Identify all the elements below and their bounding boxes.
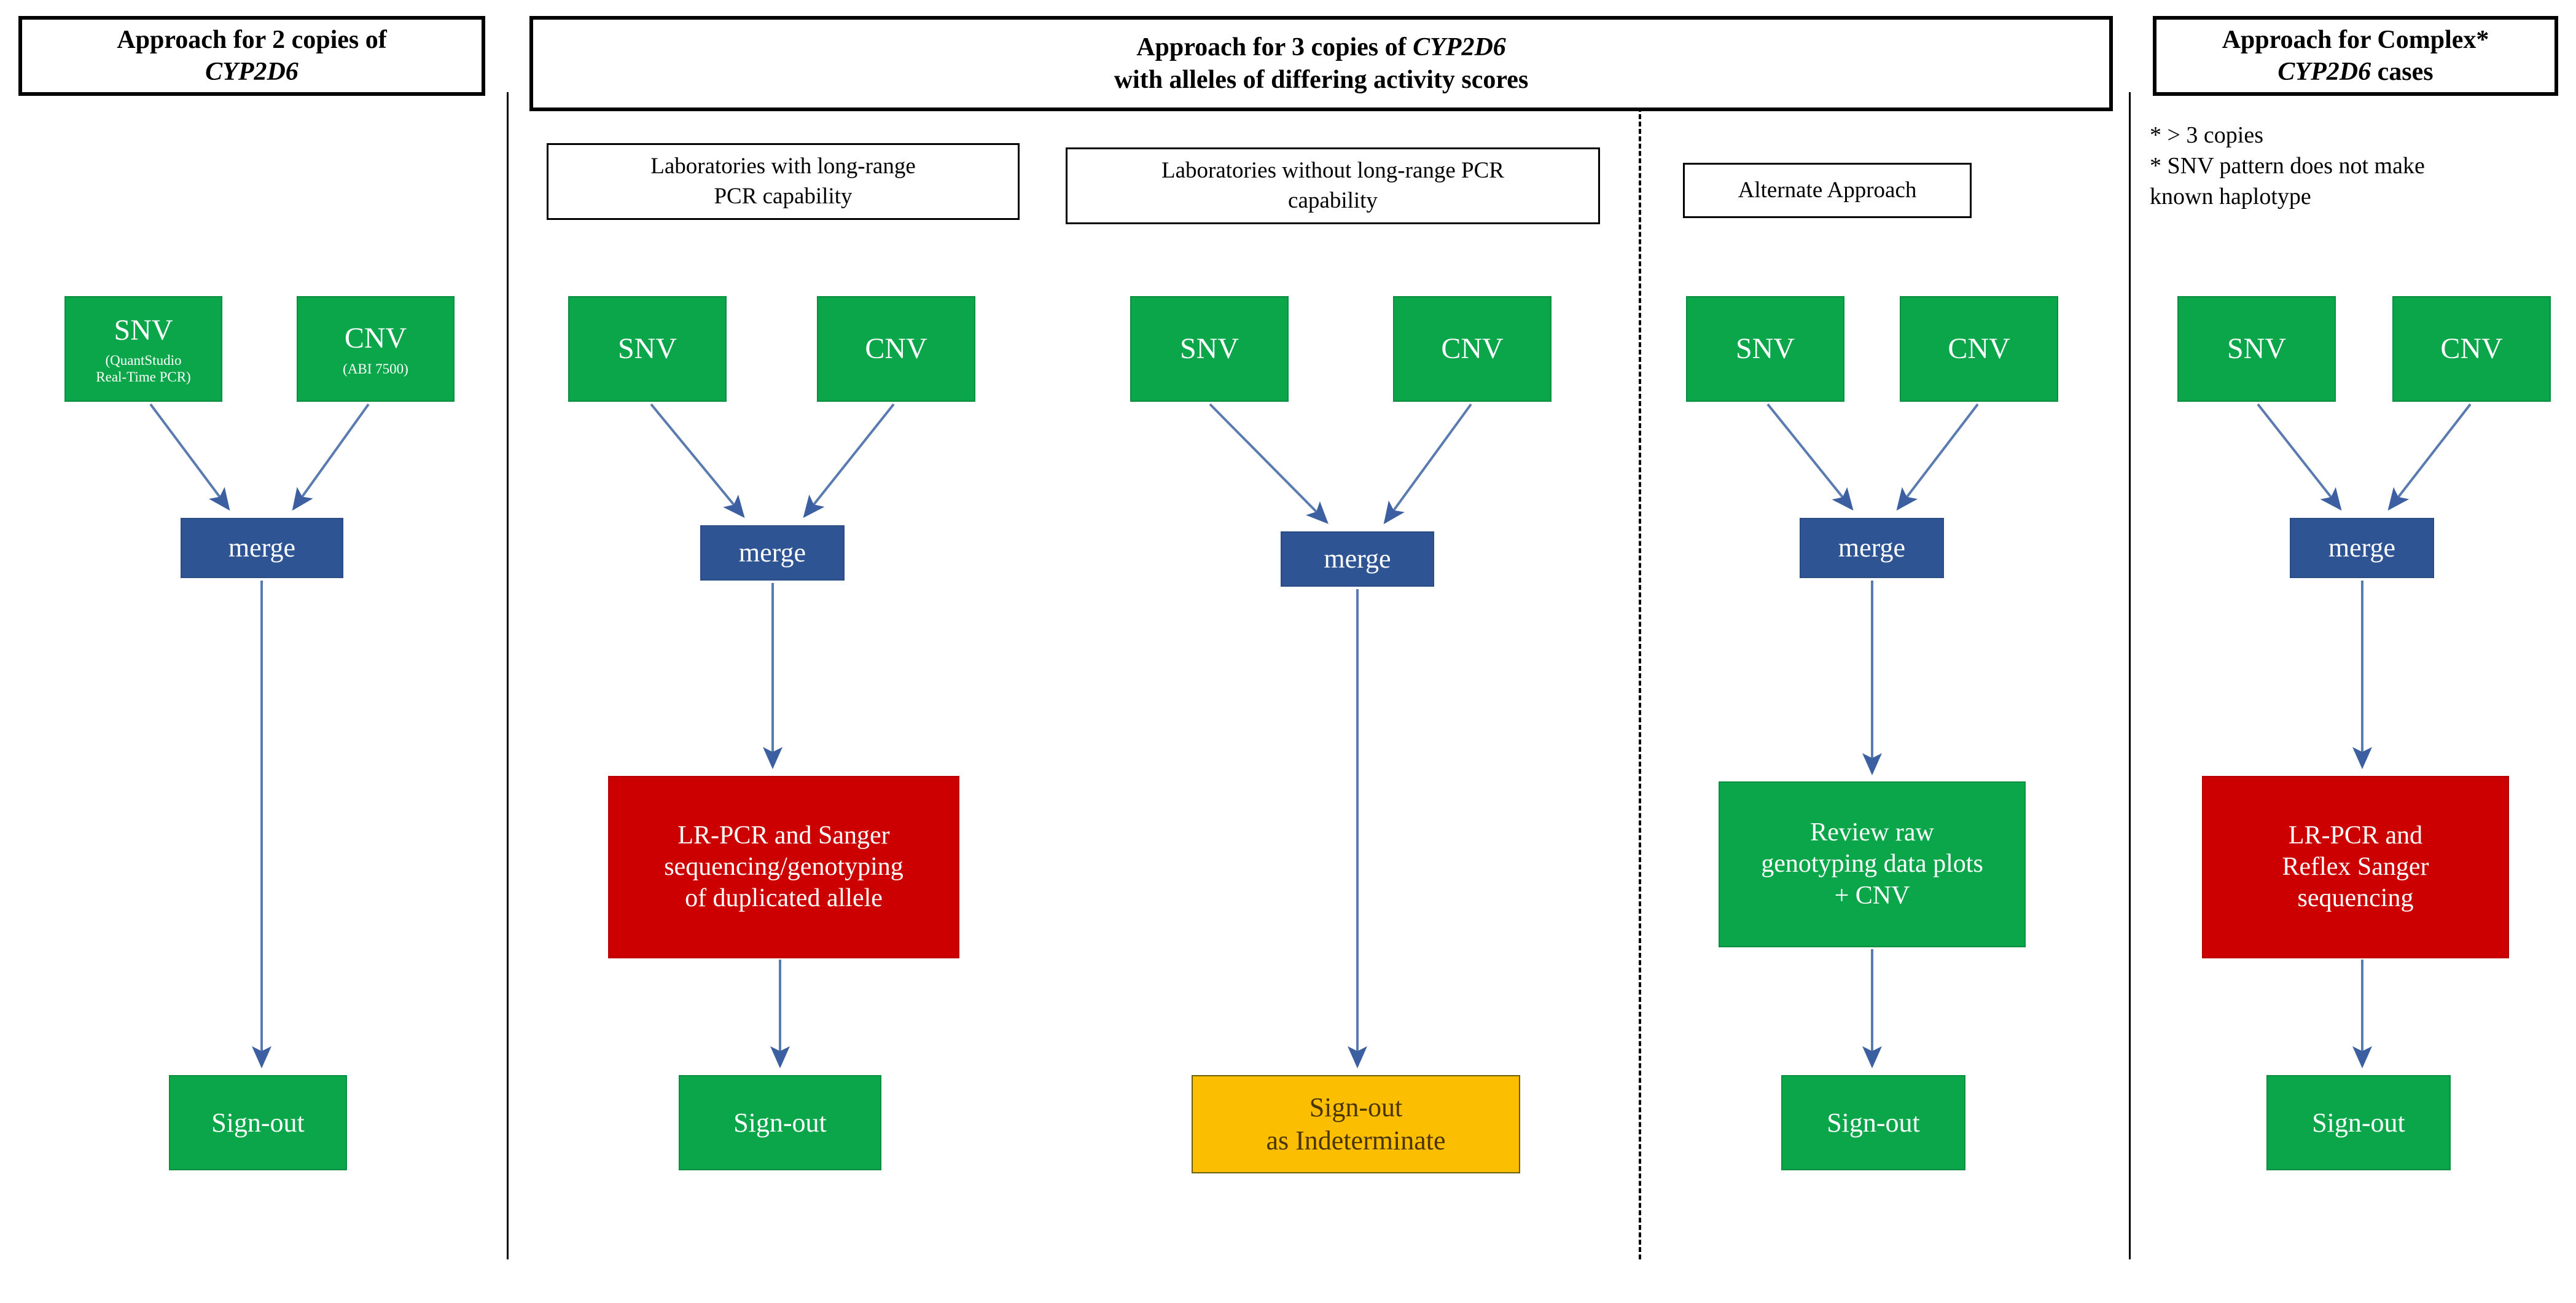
- node-snv-col-without-lrpcr: SNV: [1130, 296, 1289, 402]
- node-snv-col-alternate: SNV: [1686, 296, 1844, 402]
- node-signout-col-with-lrpcr-title: Sign-out: [733, 1107, 827, 1138]
- divider-panel1-panel2: [507, 92, 509, 1259]
- node-snv-col-with-lrpcr: SNV: [568, 296, 727, 402]
- node-merge-panel1-title: merge: [228, 533, 296, 563]
- panel-complex-header-line1: Approach for Complex*: [2222, 25, 2489, 54]
- node-signout-col-alternate-title: Sign-out: [1827, 1107, 1920, 1138]
- subheader-alternate-approach-text: Alternate Approach: [1738, 177, 1917, 203]
- node-merge-panel-complex-title: merge: [2328, 533, 2396, 563]
- node-signout-panel1-title: Sign-out: [211, 1107, 305, 1138]
- node-merge-col-alternate-title: merge: [1838, 533, 1906, 563]
- panel-complex-header: Approach for Complex* CYP2D6 cases: [2153, 16, 2558, 96]
- node-snv-col-alternate-title: SNV: [1735, 332, 1795, 365]
- panel-complex-header-gene: CYP2D6: [2277, 58, 2371, 86]
- subheader-without-lrpcr-text: Laboratories without long-range PCR capa…: [1161, 158, 1504, 213]
- node-signout-panel-complex: Sign-out: [2266, 1075, 2451, 1170]
- node-merge-col-with-lrpcr: merge: [700, 525, 845, 581]
- node-action-panel-complex: LR-PCR and Reflex Sanger sequencing: [2202, 776, 2509, 958]
- node-cnv-panel1-sub: (ABI 7500): [343, 361, 408, 377]
- node-merge-panel-complex: merge: [2290, 518, 2434, 578]
- node-action-col-with-lrpcr: LR-PCR and Sanger sequencing/genotyping …: [608, 776, 959, 958]
- node-cnv-col-with-lrpcr-title: CNV: [865, 332, 927, 365]
- node-action-col-alternate-title: Review raw genotyping data plots + CNV: [1761, 818, 1983, 910]
- divider-panel2-panel3: [2129, 92, 2131, 1259]
- node-cnv-col-with-lrpcr: CNV: [817, 296, 975, 402]
- node-snv-col-with-lrpcr-title: SNV: [617, 332, 677, 365]
- node-snv-panel1-sub: (QuantStudio Real-Time PCR): [96, 353, 191, 385]
- node-cnv-panel1: CNV (ABI 7500): [297, 296, 455, 402]
- node-signout-col-alternate: Sign-out: [1781, 1075, 1965, 1170]
- node-signout-col-without-lrpcr-title: Sign-out as Indeterminate: [1266, 1092, 1446, 1156]
- subheader-with-lrpcr-text: Laboratories with long-range PCR capabil…: [650, 154, 916, 209]
- node-snv-panel1-title: SNV: [114, 313, 173, 346]
- node-signout-panel-complex-title: Sign-out: [2312, 1107, 2405, 1138]
- node-merge-col-alternate: merge: [1800, 518, 1944, 578]
- node-snv-panel-complex-title: SNV: [2227, 332, 2287, 365]
- node-merge-panel1: merge: [181, 518, 343, 578]
- node-snv-panel-complex: SNV: [2177, 296, 2336, 402]
- node-signout-col-with-lrpcr: Sign-out: [679, 1075, 881, 1170]
- node-signout-panel1: Sign-out: [169, 1075, 347, 1170]
- node-cnv-col-alternate: CNV: [1900, 296, 2058, 402]
- node-cnv-panel-complex: CNV: [2392, 296, 2551, 402]
- node-cnv-panel-complex-title: CNV: [2440, 332, 2503, 365]
- panel-2-copies-header-line1: Approach for 2 copies of: [117, 25, 387, 54]
- node-snv-panel1: SNV (QuantStudio Real-Time PCR): [64, 296, 222, 402]
- subheader-without-lrpcr: Laboratories without long-range PCR capa…: [1066, 147, 1600, 224]
- subheader-with-lrpcr: Laboratories with long-range PCR capabil…: [547, 143, 1020, 220]
- panel-3-copies-header-gene: CYP2D6: [1413, 33, 1506, 61]
- node-action-col-with-lrpcr-title: LR-PCR and Sanger sequencing/genotyping …: [664, 821, 904, 913]
- subheader-alternate-approach: Alternate Approach: [1683, 163, 1972, 218]
- panel-3-copies-header: Approach for 3 copies of CYP2D6 with all…: [529, 16, 2113, 111]
- divider-dashed-alternate: [1639, 92, 1641, 1259]
- node-signout-col-without-lrpcr: Sign-out as Indeterminate: [1192, 1075, 1520, 1173]
- node-cnv-col-alternate-title: CNV: [1948, 332, 2010, 365]
- node-action-panel-complex-title: LR-PCR and Reflex Sanger sequencing: [2282, 821, 2429, 913]
- node-action-col-alternate: Review raw genotyping data plots + CNV: [1719, 781, 2026, 947]
- node-cnv-col-without-lrpcr-title: CNV: [1441, 332, 1504, 365]
- panel-complex-notes: * > 3 copies * SNV pattern does not make…: [2150, 122, 2425, 210]
- panel-3-copies-header-line1a: Approach for 3 copies of: [1136, 33, 1413, 61]
- node-merge-col-with-lrpcr-title: merge: [738, 538, 806, 568]
- node-merge-col-without-lrpcr-title: merge: [1324, 544, 1391, 574]
- panel-2-copies-header: Approach for 2 copies of CYP2D6: [18, 16, 485, 96]
- panel-3-copies-header-line2: with alleles of differing activity score…: [1114, 65, 1529, 94]
- node-cnv-panel1-title: CNV: [344, 322, 407, 355]
- node-snv-col-without-lrpcr-title: SNV: [1179, 332, 1239, 365]
- panel-complex-header-line2rest: cases: [2371, 58, 2434, 86]
- panel-2-copies-header-gene: CYP2D6: [205, 58, 299, 86]
- node-cnv-col-without-lrpcr: CNV: [1393, 296, 1551, 402]
- node-merge-col-without-lrpcr: merge: [1281, 531, 1434, 587]
